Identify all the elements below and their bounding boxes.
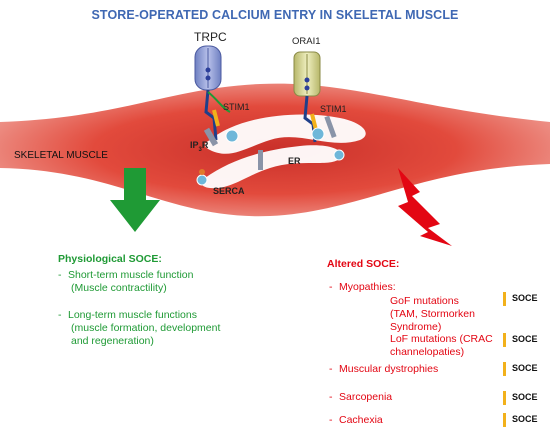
- list-item-cont: (Muscle contractility): [71, 282, 167, 294]
- lof-line: LoF mutations (CRAC: [390, 333, 493, 345]
- soce-up-bar: [503, 292, 506, 306]
- list-dash: -: [329, 414, 333, 426]
- orai1-label: ORAI1: [292, 36, 321, 47]
- list-text: Short-term muscle function: [68, 269, 194, 281]
- er-channel-icon: [258, 150, 263, 170]
- list-text: Myopathies:: [339, 281, 396, 293]
- altered-lightning-icon: [398, 168, 452, 246]
- list-item-cont: and regeneration): [71, 335, 154, 347]
- soce-down-bar: [503, 333, 506, 347]
- soce-text: SOCE: [512, 363, 538, 373]
- er-tubule: [204, 114, 366, 154]
- list-dash: -: [58, 269, 62, 281]
- list-item: -Long-term muscle functions: [58, 309, 318, 322]
- serca-pump-icon: [333, 149, 345, 161]
- list-item-cont: (muscle formation, development: [71, 322, 221, 334]
- skeletal-muscle-label: SKELETAL MUSCLE: [14, 150, 108, 161]
- list-text: Sarcopenia: [339, 391, 393, 403]
- serca-label: SERCA: [213, 186, 245, 196]
- lof-mutations: LoF mutations (CRAC channelopaties): [390, 333, 493, 359]
- ip3r-icon: [203, 127, 239, 147]
- soce-text: SOCE: [512, 293, 538, 303]
- myopathies-item: -Myopathies:: [329, 281, 396, 294]
- stim1-label-left: STIM1: [223, 102, 250, 112]
- page-title: STORE-OPERATED CALCIUM ENTRY IN SKELETAL…: [91, 8, 459, 22]
- stim1-icon: [303, 95, 337, 143]
- ip3r-label: IP3R: [190, 140, 208, 153]
- gof-line: (TAM, Stormorken: [390, 308, 475, 320]
- soce-down-bar: [503, 413, 506, 427]
- soce-text: SOCE: [512, 392, 538, 402]
- er-label: ER: [288, 156, 301, 166]
- trpc-channel-icon: [194, 45, 222, 91]
- list-item: -Short-term muscle function: [58, 269, 318, 282]
- cachexia-item: -Cachexia: [329, 414, 383, 427]
- trpc-label: TRPC: [194, 30, 227, 44]
- gof-line: GoF mutations: [390, 295, 459, 307]
- list-dash: -: [329, 281, 333, 293]
- dystrophies-item: -Muscular dystrophies: [329, 363, 438, 376]
- list-text: Cachexia: [339, 414, 383, 426]
- altered-heading: Altered SOCE:: [327, 258, 400, 270]
- gof-line: Syndrome): [390, 321, 442, 333]
- stim1-label-right: STIM1: [320, 104, 347, 114]
- list-text: Muscular dystrophies: [339, 363, 439, 375]
- soce-text: SOCE: [512, 334, 538, 344]
- er-tubule: [201, 145, 341, 189]
- physiological-heading: Physiological SOCE:: [58, 253, 162, 265]
- physiological-section: Physiological SOCE: -Short-term muscle f…: [58, 253, 318, 348]
- soce-down-bar: [503, 391, 506, 405]
- stim1-icon: [204, 89, 231, 141]
- sarcopenia-item: -Sarcopenia: [329, 391, 392, 404]
- gof-mutations: GoF mutations (TAM, Stormorken Syndrome): [390, 295, 475, 334]
- list-text: Long-term muscle functions: [68, 309, 197, 321]
- list-dash: -: [58, 309, 62, 321]
- physiological-arrow-icon: [110, 168, 160, 232]
- soce-text: SOCE: [512, 414, 538, 424]
- lof-line: channelopaties): [390, 346, 465, 358]
- soce-down-bar: [503, 362, 506, 376]
- ip3r-label-r: R: [201, 140, 209, 150]
- list-dash: -: [329, 363, 333, 375]
- orai1-channel-icon: [293, 51, 321, 97]
- ip3r-label-sub: 3: [198, 146, 202, 153]
- ip3r-label-ip: IP: [190, 140, 199, 150]
- serca-pump-icon: [196, 169, 208, 186]
- list-dash: -: [329, 391, 333, 403]
